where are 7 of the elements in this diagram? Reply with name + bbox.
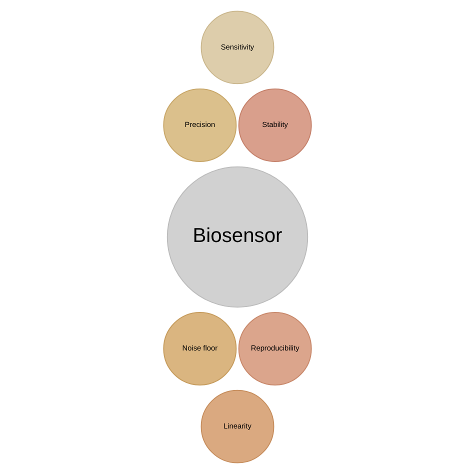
node-circle: Sensitivity xyxy=(200,10,274,84)
node-circle: Reproducibility xyxy=(238,312,312,386)
node-circle: Precision xyxy=(162,88,236,162)
node-circle: Noise floor xyxy=(162,312,236,386)
node-circle: Biosensor xyxy=(166,166,308,308)
node-circle: Stability xyxy=(238,88,312,162)
node-circle: Linearity xyxy=(200,390,274,464)
